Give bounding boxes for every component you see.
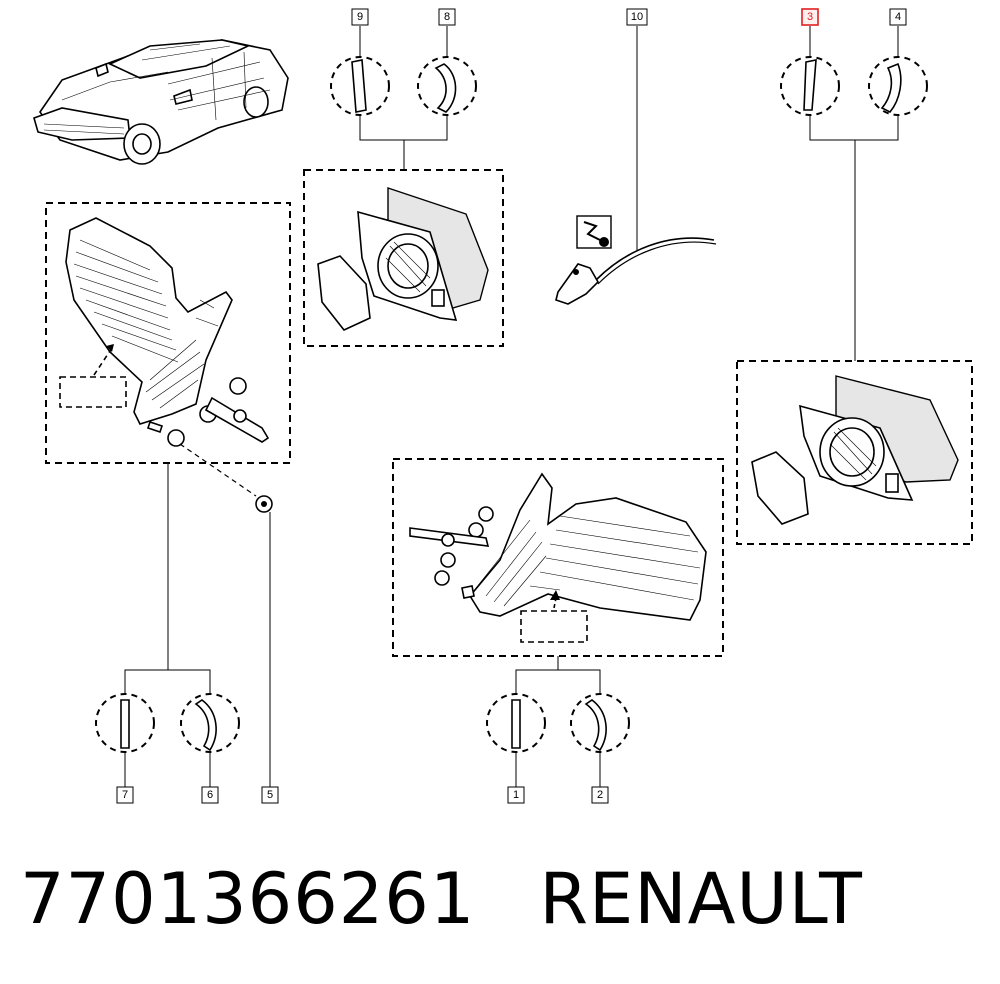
glass-circle-7	[95, 693, 155, 753]
svg-text:8: 8	[444, 11, 450, 23]
svg-text:3: 3	[807, 11, 813, 23]
glass-circle-8	[417, 56, 477, 116]
glass-circle-2	[570, 693, 630, 753]
callout-6[interactable]: 6	[201, 786, 219, 804]
svg-text:4: 4	[895, 11, 901, 23]
callout-1[interactable]: 1	[507, 786, 525, 804]
svg-text:7: 7	[122, 789, 128, 801]
callout-9[interactable]: 9	[351, 8, 369, 26]
car-mirror-marker-left	[95, 62, 109, 78]
svg-text:10: 10	[631, 11, 643, 23]
part-number: 7701366261	[20, 858, 476, 940]
callout-4[interactable]: 4	[889, 8, 907, 26]
svg-text:9: 9	[357, 11, 363, 23]
heating-cable-part	[555, 215, 717, 305]
glass-circle-4	[868, 56, 928, 116]
svg-text:1: 1	[513, 789, 519, 801]
mirror-glass-assembly-8-9	[303, 169, 504, 347]
part-caption: 7701366261 RENAULT	[20, 858, 980, 948]
brand-name: RENAULT	[539, 858, 863, 940]
right-mirror-assembly	[392, 458, 724, 657]
car-illustration	[33, 39, 289, 165]
callout-2[interactable]: 2	[591, 786, 609, 804]
svg-text:5: 5	[267, 789, 273, 801]
callout-3[interactable]: 3	[801, 8, 819, 26]
leader-lines	[124, 26, 899, 787]
callout-5[interactable]: 5	[261, 786, 279, 804]
callout-7[interactable]: 7	[116, 786, 134, 804]
callout-10[interactable]: 10	[626, 8, 648, 26]
glass-circle-1	[486, 693, 546, 753]
left-mirror-assembly	[45, 202, 291, 513]
svg-text:6: 6	[207, 789, 213, 801]
callout-8[interactable]: 8	[438, 8, 456, 26]
svg-text:2: 2	[597, 789, 603, 801]
glass-circle-9	[330, 56, 390, 116]
glass-circle-6	[180, 693, 240, 753]
glass-circle-3	[780, 56, 840, 116]
mirror-glass-assembly-3-4	[736, 360, 973, 545]
